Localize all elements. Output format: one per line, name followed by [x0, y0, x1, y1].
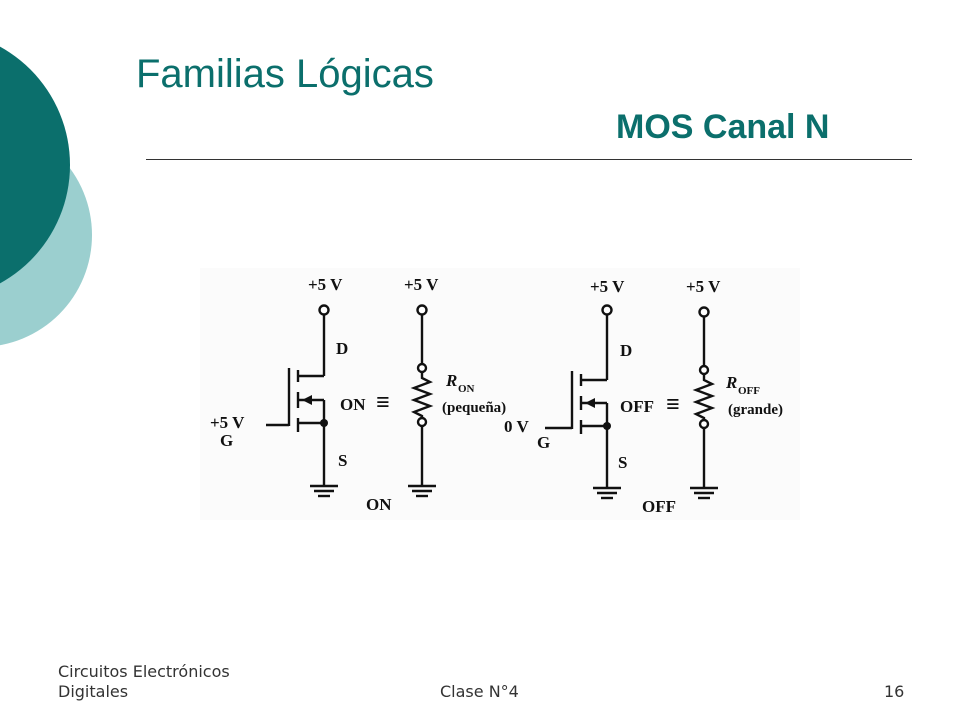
title-divider: [146, 159, 912, 160]
left-gate-label: G: [220, 431, 233, 450]
left-resistor-symbol: R: [445, 371, 457, 390]
right-equivalence-icon: ≡: [666, 392, 680, 418]
left-gate-voltage-label: +5 V: [210, 413, 245, 432]
right-resistor-note: (grande): [728, 402, 783, 418]
right-transistor-junction: [603, 422, 611, 430]
footer-class: Clase N°4: [440, 682, 519, 701]
left-equivalence-icon: ≡: [376, 390, 390, 416]
left-transistor-junction: [320, 419, 328, 427]
right-transistor-supply-terminal: [601, 304, 613, 316]
right-resistor-subscript: OFF: [738, 385, 760, 397]
right-transistor-arrow: [585, 398, 595, 408]
left-resistor-subscript: ON: [458, 383, 475, 395]
left-transistor-supply-terminal: [318, 304, 330, 316]
footer-page-number: 16: [884, 682, 905, 701]
left-transistor-arrow: [302, 395, 312, 405]
left-resistor-note: (pequeña): [442, 400, 506, 416]
footer-course-line2: Digitales: [58, 682, 129, 701]
left-bottom-state: ON: [366, 495, 392, 514]
right-drain-label: D: [620, 341, 632, 360]
right-state-label: OFF: [620, 397, 654, 416]
dark-circle: [0, 46, 70, 284]
left-resistor: [410, 372, 434, 418]
left-equivalent-circuit: [408, 304, 436, 498]
footer-course-line1: Circuitos Electrónicos: [58, 662, 230, 681]
right-gate-label: G: [537, 433, 550, 452]
left-source-label: S: [338, 451, 347, 470]
right-equivalent-circuit: [690, 306, 718, 500]
right-source-label: S: [618, 453, 627, 472]
right-resistor-symbol: R: [725, 373, 737, 392]
slide-title: Familias Lógicas: [136, 52, 434, 96]
left-state-label: ON: [340, 395, 366, 414]
left-equiv-supply-label: +5 V: [404, 275, 439, 294]
right-equiv-supply-label: +5 V: [686, 277, 721, 296]
right-gate-voltage-label: 0 V: [504, 417, 529, 436]
footer-course: Circuitos Electrónicos Digitales: [58, 662, 258, 702]
right-supply-label: +5 V: [590, 277, 625, 296]
left-transistor: [266, 304, 338, 498]
decorative-circles: [0, 46, 92, 346]
right-resistor: [692, 374, 716, 420]
right-bottom-state: OFF: [642, 497, 676, 516]
left-drain-label: D: [336, 339, 348, 358]
slide-subtitle: MOS Canal N: [616, 108, 830, 146]
left-supply-label: +5 V: [308, 275, 343, 294]
nmos-circuit-diagram: +5 V D ON +5 V G S ≡ +5 V R ON (pequeña)…: [200, 268, 800, 520]
